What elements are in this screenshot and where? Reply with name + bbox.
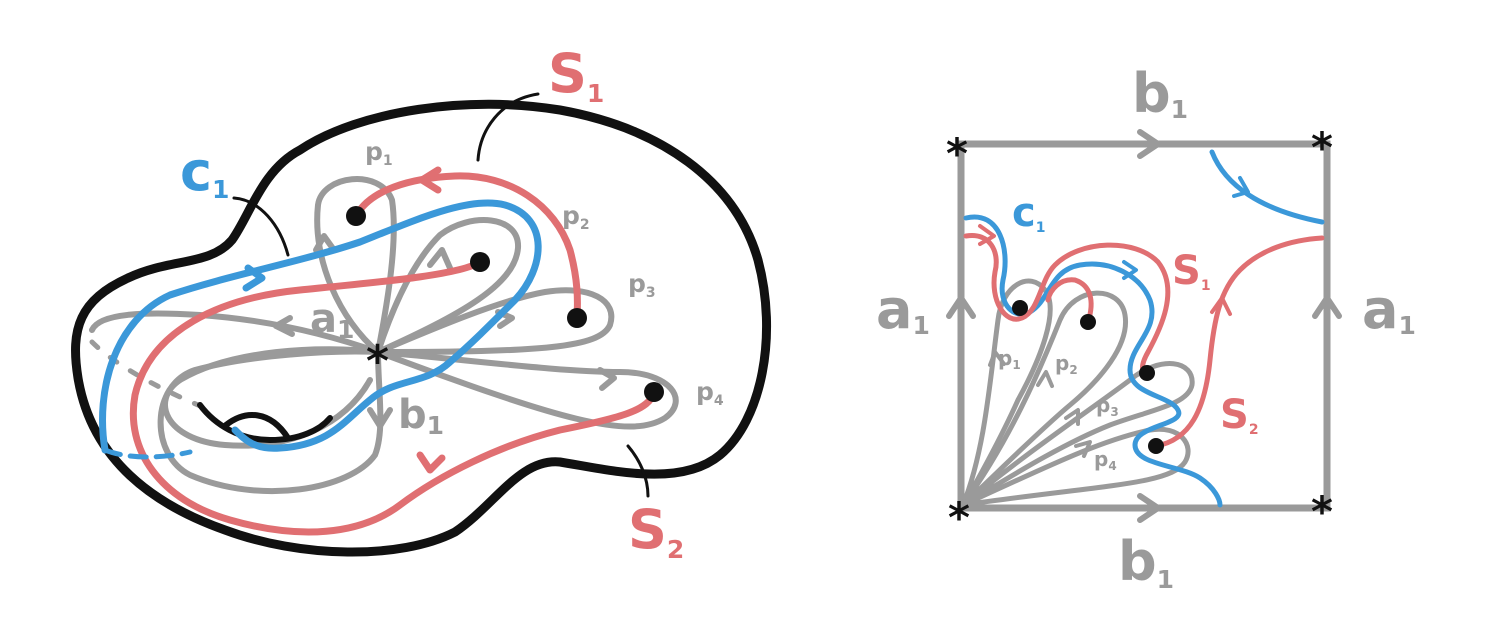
label-b1: b1 <box>398 392 444 440</box>
square-label-p3: p3 <box>1096 393 1119 419</box>
square-label-c1: c1 <box>1012 190 1045 236</box>
square-s1-branch <box>1045 277 1094 325</box>
loop-a1-arrow <box>273 315 295 337</box>
label-p2: p2 <box>562 201 590 233</box>
square-label-left: a1 <box>876 278 930 341</box>
square-label-p4: p4 <box>1094 447 1117 473</box>
corner-star-top-left: * <box>946 129 968 178</box>
fundamental-square-figure: * * * * b1 b1 a1 a1 c1 S1 S2 p1 <box>876 62 1416 594</box>
curve-s1-arrow <box>418 166 442 194</box>
square-puncture-p1 <box>1012 300 1028 316</box>
square-loop-p2 <box>960 290 1129 508</box>
square-loop-p4 <box>960 426 1191 508</box>
corner-star-bottom-right: * <box>1311 487 1333 536</box>
square-curve-s1 <box>963 233 1171 376</box>
loop-p3 <box>375 287 615 355</box>
square-c1-arrow <box>1122 260 1138 280</box>
loop-b1-arrow <box>367 407 393 429</box>
leader-s1 <box>476 92 540 162</box>
square-p2-arrow <box>1036 370 1054 388</box>
square-loop-p3 <box>960 361 1195 508</box>
inner-loop <box>162 346 381 449</box>
square-label-right: a1 <box>1362 278 1416 341</box>
corner-star-top-right: * <box>1311 123 1333 172</box>
corner-star-bottom-left: * <box>948 493 970 542</box>
square-p4-arrow <box>1074 440 1092 458</box>
label-s1: S1 <box>548 42 604 108</box>
leader-c1 <box>232 196 290 257</box>
loop-p4-arrow <box>597 367 617 391</box>
puncture-p2 <box>470 252 490 272</box>
square-label-p2: p2 <box>1055 351 1078 377</box>
curve-c1-hidden <box>102 447 193 460</box>
square-puncture-p4 <box>1148 438 1164 454</box>
loop-b1 <box>157 348 384 494</box>
edge-right-arrow <box>1312 295 1342 319</box>
square-label-s1: S1 <box>1172 248 1211 294</box>
leader-s2 <box>626 444 650 498</box>
edge-bottom-arrow <box>1137 493 1161 523</box>
handle-hole-upper <box>197 402 333 443</box>
label-p4: p4 <box>696 377 724 409</box>
curve-c1-arrow <box>242 264 266 292</box>
curve-c1 <box>99 199 542 454</box>
label-p1: p1 <box>365 137 393 169</box>
torus-surface-figure: c1 S1 S2 a1 b1 p1 p2 p3 p4 * <box>71 42 772 564</box>
handle-hole-lower <box>223 412 291 441</box>
square-label-top: b1 <box>1132 62 1188 125</box>
square-label-s2: S2 <box>1220 392 1259 438</box>
square-loop-p1 <box>960 278 1053 508</box>
basepoint-star: * <box>366 336 389 387</box>
label-s2: S2 <box>628 498 684 564</box>
label-a1: a1 <box>310 296 354 344</box>
curve-s1 <box>352 172 581 322</box>
label-p3: p3 <box>628 269 656 301</box>
square-s2-arrow <box>1210 296 1232 316</box>
square-edges <box>957 140 1331 512</box>
puncture-p1 <box>346 206 366 226</box>
puncture-p3 <box>567 308 587 328</box>
edge-left-arrow <box>946 295 976 319</box>
loop-p1-arrow <box>313 233 337 253</box>
loop-p2 <box>375 217 522 355</box>
curve-red-p2 <box>129 258 658 536</box>
puncture-p4 <box>644 382 664 402</box>
square-curve-c1 <box>963 214 1223 508</box>
square-label-bottom: b1 <box>1118 530 1174 594</box>
loop-p4 <box>375 349 679 430</box>
square-curve-c1-corner <box>1209 149 1325 225</box>
square-s1-arrow <box>978 224 996 246</box>
square-puncture-p3 <box>1139 365 1155 381</box>
square-p3-arrow <box>1064 408 1080 426</box>
surface-outline <box>71 99 772 557</box>
loop-p2-arrow <box>427 247 453 271</box>
square-label-p1: p1 <box>998 346 1021 372</box>
square-c1-corner-arrow <box>1232 176 1250 198</box>
square-p1-arrow <box>988 350 1006 367</box>
edge-top-arrow <box>1137 129 1161 159</box>
curve-s2-arrow <box>416 451 446 474</box>
square-curve-s2 <box>1153 235 1325 449</box>
square-puncture-p2 <box>1080 314 1096 330</box>
loop-p1 <box>314 176 397 355</box>
label-c1: c1 <box>180 140 229 204</box>
